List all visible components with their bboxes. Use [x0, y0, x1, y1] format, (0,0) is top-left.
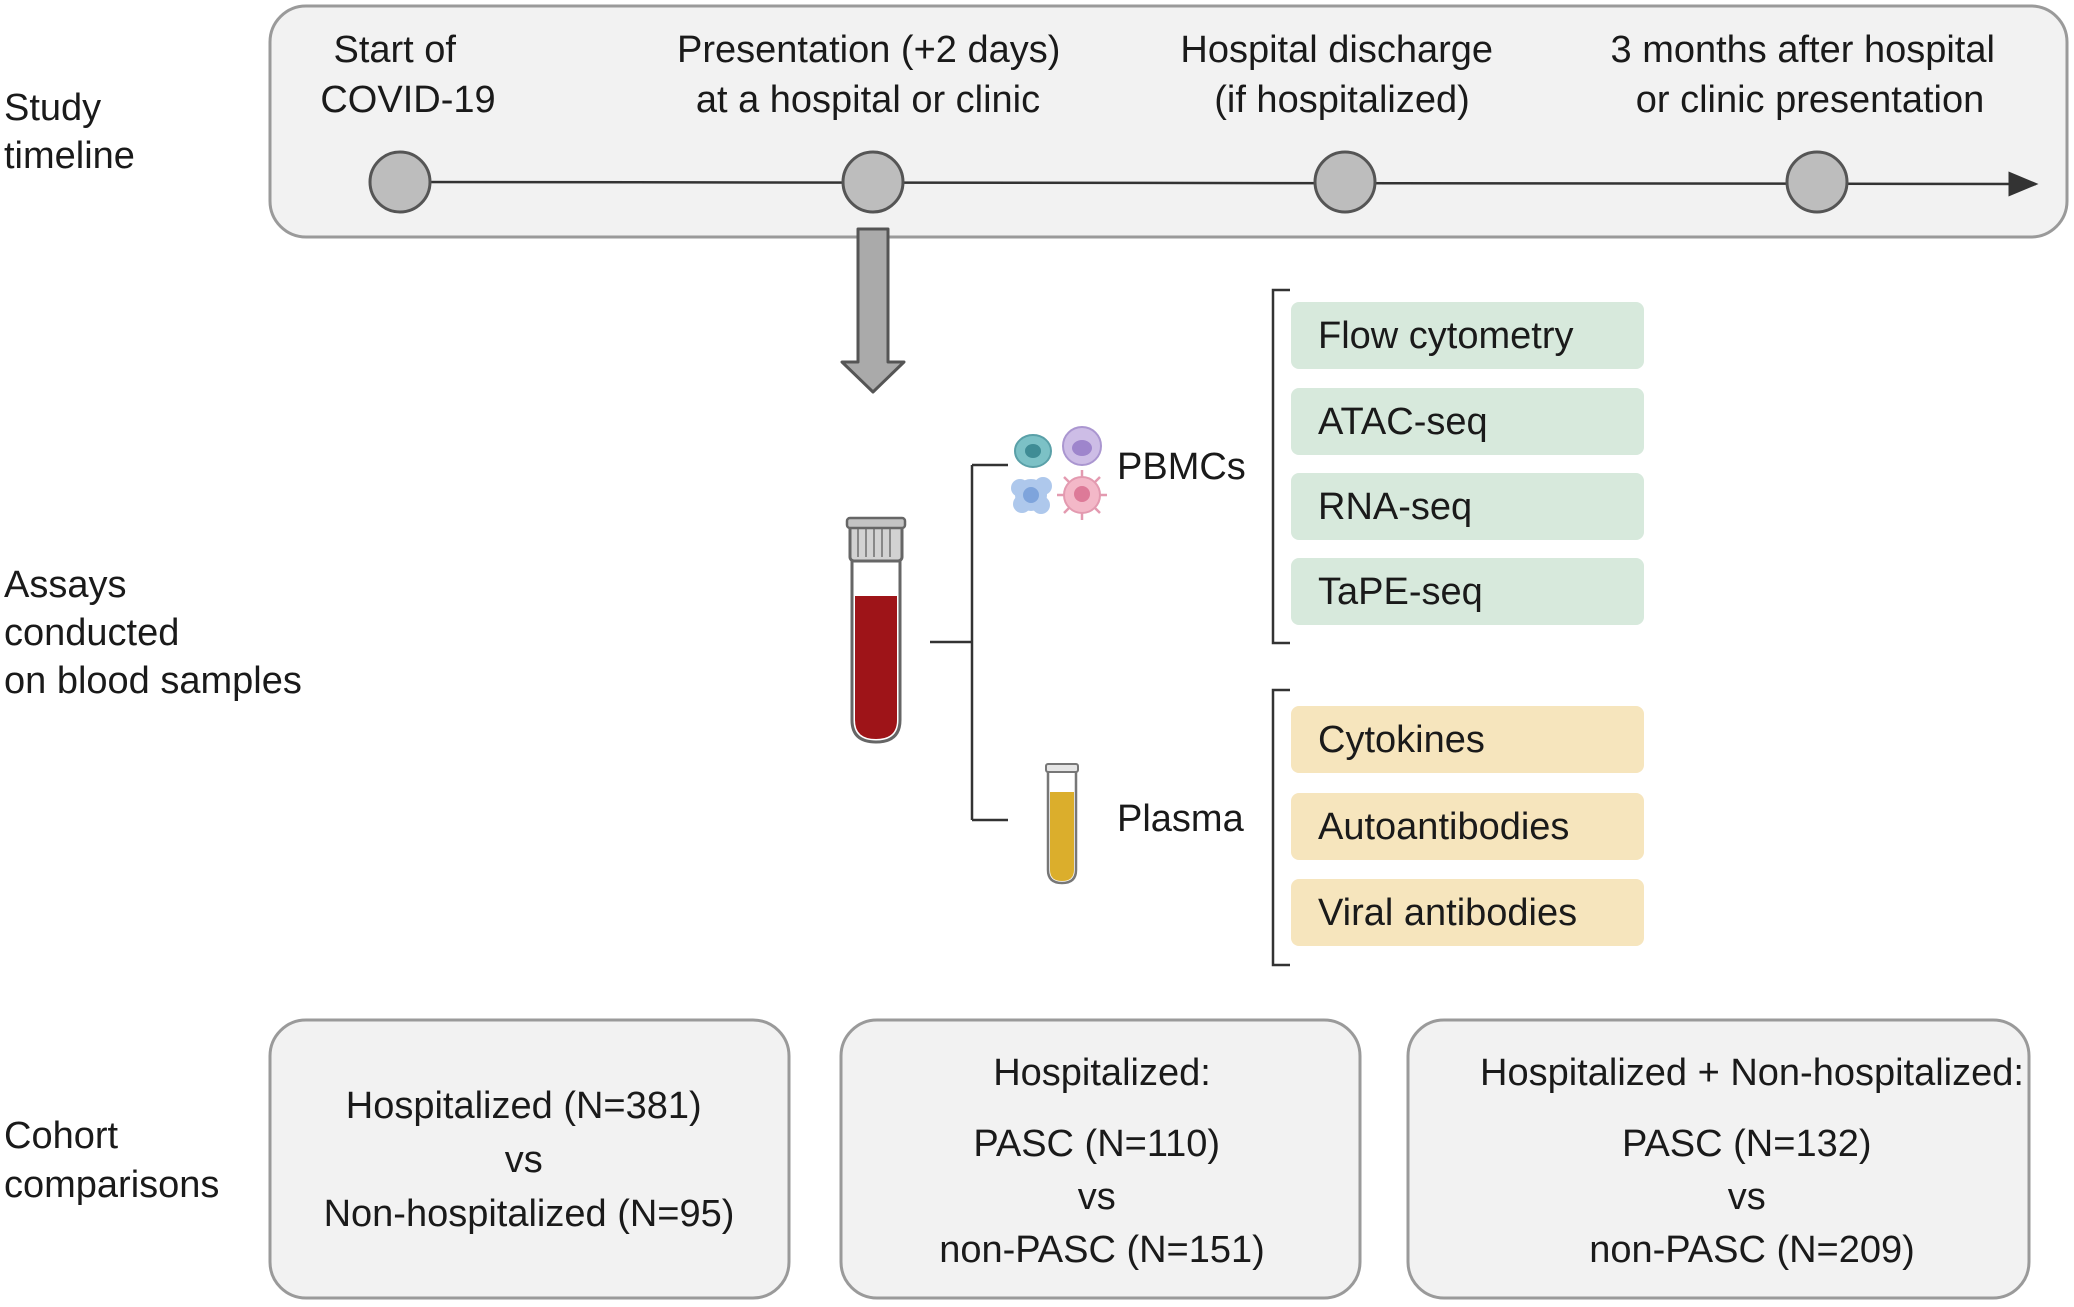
timeline-event-label: Start of COVID-19: [320, 29, 495, 121]
assays-section-label: Assays conducted on blood samples: [4, 564, 302, 702]
timeline-event-discharge: Hospital discharge (if hospitalized): [1180, 29, 1503, 214]
cohort-comparison-text: PASC (N=110) vs non-PASC (N=151): [939, 1123, 1265, 1271]
timeline-event-label: 3 months after hospital or clinic presen…: [1611, 29, 2006, 121]
assay-box-atac-seq: [1291, 388, 1644, 455]
pbmc-assay-list: Flow cytometry ATAC-seq RNA-seq TaPE-seq: [1291, 302, 1644, 625]
timeline-section-label: Study timeline: [4, 87, 135, 177]
timeline-node: [841, 150, 905, 214]
cohort-box-hospitalized-pasc: Hospitalized: PASC (N=110) vs non-PASC (…: [839, 1018, 1362, 1300]
plasma-tube-icon: [1045, 763, 1079, 885]
cohort-title: Hospitalized + Non-hospitalized:: [1480, 1052, 2024, 1094]
timeline-event-label: Hospital discharge (if hospitalized): [1180, 29, 1503, 121]
sample-branch-connector: [930, 463, 1008, 822]
assay-label: Cytokines: [1318, 719, 1485, 761]
down-arrow-icon: [840, 227, 906, 394]
assay-label: Autoantibodies: [1318, 806, 1569, 848]
timeline-event-start: Start of COVID-19: [320, 29, 496, 214]
plasma-assay-list: Cytokines Autoantibodies Viral antibodie…: [1291, 706, 1644, 946]
timeline-node: [1313, 150, 1377, 214]
cohort-comparison-text: PASC (N=132) vs non-PASC (N=209): [1589, 1123, 1915, 1271]
pbmc-assays-bracket: [1271, 288, 1290, 645]
timeline-axis: [399, 171, 2039, 197]
timeline-panel: [268, 4, 2069, 239]
assay-label: Viral antibodies: [1318, 892, 1577, 934]
cohort-title: Hospitalized:: [993, 1052, 1211, 1094]
timeline-node: [368, 150, 432, 214]
timeline-event-label: Presentation (+2 days) at a hospital or …: [677, 29, 1071, 121]
assay-box-viral-antibodies: [1291, 879, 1644, 946]
cohort-box-all-pasc: Hospitalized + Non-hospitalized: PASC (N…: [1406, 1018, 2031, 1300]
pbmc-cells-icon: [1011, 426, 1107, 520]
assay-box-cytokines: [1291, 706, 1644, 773]
assay-label: Flow cytometry: [1318, 315, 1573, 357]
assay-label: ATAC-seq: [1318, 401, 1488, 443]
assay-box-tape-seq: [1291, 558, 1644, 625]
timeline-event-presentation: Presentation (+2 days) at a hospital or …: [677, 29, 1071, 214]
cohort-section-label: Cohort comparisons: [4, 1115, 219, 1206]
plasma-assays-bracket: [1271, 688, 1290, 967]
timeline-node: [1785, 150, 1849, 214]
cohort-comparison-text: Hospitalized (N=381) vs Non-hospitalized…: [324, 1085, 735, 1235]
plasma-label: Plasma: [1117, 798, 1245, 840]
timeline-event-3-months: 3 months after hospital or clinic presen…: [1611, 29, 2006, 214]
assay-label: TaPE-seq: [1318, 571, 1483, 613]
cohort-box-hospitalization: Hospitalized (N=381) vs Non-hospitalized…: [268, 1018, 791, 1300]
assay-box-flow-cytometry: [1291, 302, 1644, 369]
pbmcs-label: PBMCs: [1117, 446, 1246, 488]
assay-box-rna-seq: [1291, 473, 1644, 540]
assay-box-autoantibodies: [1291, 793, 1644, 860]
assay-label: RNA-seq: [1318, 486, 1472, 528]
blood-tube-icon: [845, 516, 907, 744]
